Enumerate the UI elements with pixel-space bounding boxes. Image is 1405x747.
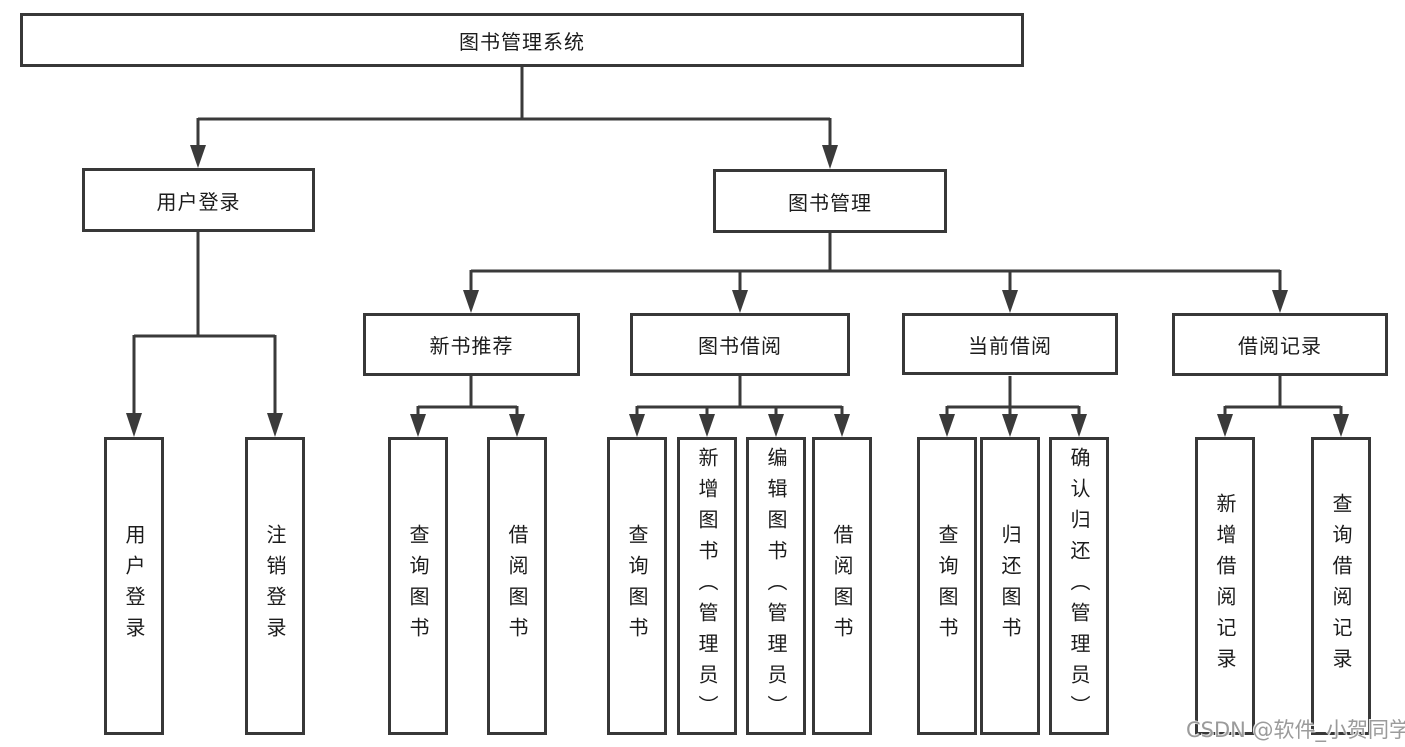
arrowhead: [732, 290, 748, 313]
arrowhead: [410, 414, 426, 437]
leaf-edit-books-admin: 编辑图书（管理员）: [746, 437, 806, 735]
arrowhead: [126, 413, 142, 437]
leaf-query-borrow-record-label: 查询借阅记录: [1329, 493, 1353, 679]
leaf-borrow-query-books-label: 查询图书: [625, 524, 649, 648]
arrowhead: [1333, 414, 1349, 437]
leaf-user-login-label: 用户登录: [122, 524, 146, 648]
leaf-recommend-query-books: 查询图书: [388, 437, 448, 735]
leaf-recommend-borrow-books: 借阅图书: [487, 437, 547, 735]
arrowhead: [939, 414, 955, 437]
node-book-borrow: 图书借阅: [630, 313, 850, 376]
connector-new-book-recommend-to-leaves: [410, 376, 525, 437]
arrowhead: [463, 290, 479, 313]
node-new-book-recommend-label: 新书推荐: [429, 334, 514, 358]
arrowhead: [190, 145, 206, 168]
connector-user-login-to-leaves: [126, 232, 283, 437]
leaf-current-query-books: 查询图书: [917, 437, 977, 735]
arrowhead: [629, 414, 645, 437]
leaf-recommend-borrow-books-label: 借阅图书: [505, 524, 529, 648]
arrowhead: [1002, 290, 1018, 313]
arrowhead: [267, 413, 283, 437]
arrowhead: [1071, 414, 1087, 437]
node-current-borrow: 当前借阅: [902, 313, 1118, 375]
leaf-borrow-books-label: 借阅图书: [830, 524, 854, 648]
arrowhead: [1002, 414, 1018, 437]
arrowhead: [834, 414, 850, 437]
connector-borrow-records-to-leaves: [1217, 376, 1349, 437]
arrowhead: [768, 414, 784, 437]
node-current-borrow-label: 当前借阅: [968, 333, 1052, 358]
leaf-return-books: 归还图书: [980, 437, 1040, 735]
leaf-logout: 注销登录: [245, 437, 305, 735]
leaf-add-borrow-record: 新增借阅记录: [1195, 437, 1255, 735]
leaf-confirm-return-admin-label: 确认归还（管理员）: [1067, 446, 1091, 726]
leaf-add-borrow-record-label: 新增借阅记录: [1213, 493, 1237, 679]
leaf-add-books-admin: 新增图书（管理员）: [677, 437, 737, 735]
arrowhead: [1217, 414, 1233, 437]
node-root-label: 图书管理系统: [459, 29, 585, 54]
connector-book-management-to-level3: [463, 233, 1288, 313]
leaf-confirm-return-admin: 确认归还（管理员）: [1049, 437, 1109, 735]
node-borrow-records-label: 借阅记录: [1238, 334, 1322, 358]
leaf-query-borrow-record: 查询借阅记录: [1311, 437, 1371, 735]
leaf-borrow-query-books: 查询图书: [607, 437, 667, 735]
node-borrow-records: 借阅记录: [1172, 313, 1388, 376]
connector-root-to-level2: [190, 67, 838, 169]
arrowhead: [1272, 290, 1288, 313]
leaf-current-query-books-label: 查询图书: [935, 524, 959, 648]
node-user-login: 用户登录: [82, 168, 315, 232]
leaf-edit-books-admin-label: 编辑图书（管理员）: [764, 446, 788, 726]
leaf-recommend-query-books-label: 查询图书: [406, 524, 430, 648]
leaf-borrow-books: 借阅图书: [812, 437, 872, 735]
node-book-management: 图书管理: [713, 169, 947, 233]
csdn-watermark: CSDN @软件_小贺同学: [1186, 718, 1405, 742]
arrowhead: [509, 414, 525, 437]
node-user-login-label: 用户登录: [156, 189, 241, 214]
leaf-logout-label: 注销登录: [263, 524, 287, 648]
connector-current-borrow-to-leaves: [939, 376, 1087, 437]
leaf-return-books-label: 归还图书: [998, 524, 1022, 648]
leaf-add-books-admin-label: 新增图书（管理员）: [695, 446, 719, 726]
node-new-book-recommend: 新书推荐: [363, 313, 580, 376]
leaf-user-login: 用户登录: [104, 437, 164, 735]
arrowhead: [822, 145, 838, 169]
node-root-system: 图书管理系统: [20, 13, 1024, 67]
node-book-borrow-label: 图书借阅: [698, 334, 782, 358]
node-book-management-label: 图书管理: [788, 190, 872, 215]
connector-book-borrow-to-leaves: [629, 376, 850, 437]
arrowhead: [699, 414, 715, 437]
